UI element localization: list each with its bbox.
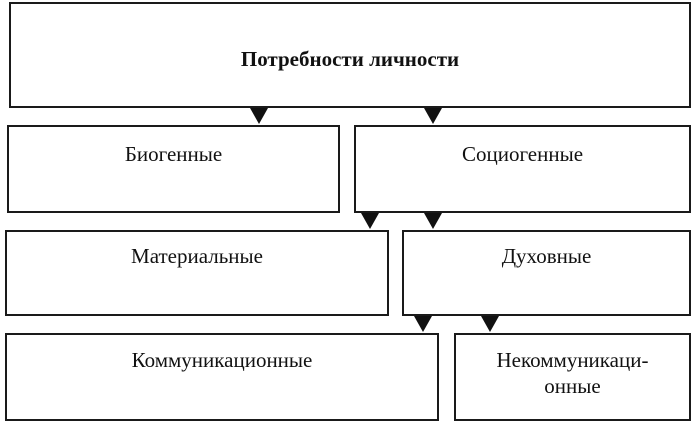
arrow-root-to-sociogenic [424,108,442,124]
arrow-root-to-biogenic [250,108,268,124]
biogenic-node-box: Биогенные [7,125,340,213]
arrow-sociogenic-to-material [361,213,379,229]
noncommunicative-node-box: Некоммуникаци- онные [454,333,691,421]
spiritual-node-box: Духовные [402,230,691,316]
noncommunicative-node-label-line2: онные [544,374,601,398]
sociogenic-node-box: Социогенные [354,125,691,213]
noncommunicative-node-label-line1: Некоммуникаци- [496,348,649,372]
arrow-spiritual-to-noncommunicative [481,316,499,332]
communicative-node-box: Коммуникационные [5,333,439,421]
arrow-spiritual-to-communicative [414,316,432,332]
material-node-box: Материальные [5,230,389,316]
material-node-label: Материальные [131,244,263,268]
root-node-box: Потребности личности [9,2,691,108]
root-node-label: Потребности личности [240,47,460,71]
arrow-sociogenic-to-spiritual [424,213,442,229]
sociogenic-node-label: Социогенные [461,142,584,166]
biogenic-node-label: Биогенные [124,142,223,166]
communicative-node-label: Коммуникационные [131,348,313,372]
spiritual-node-label: Духовные [501,244,592,268]
